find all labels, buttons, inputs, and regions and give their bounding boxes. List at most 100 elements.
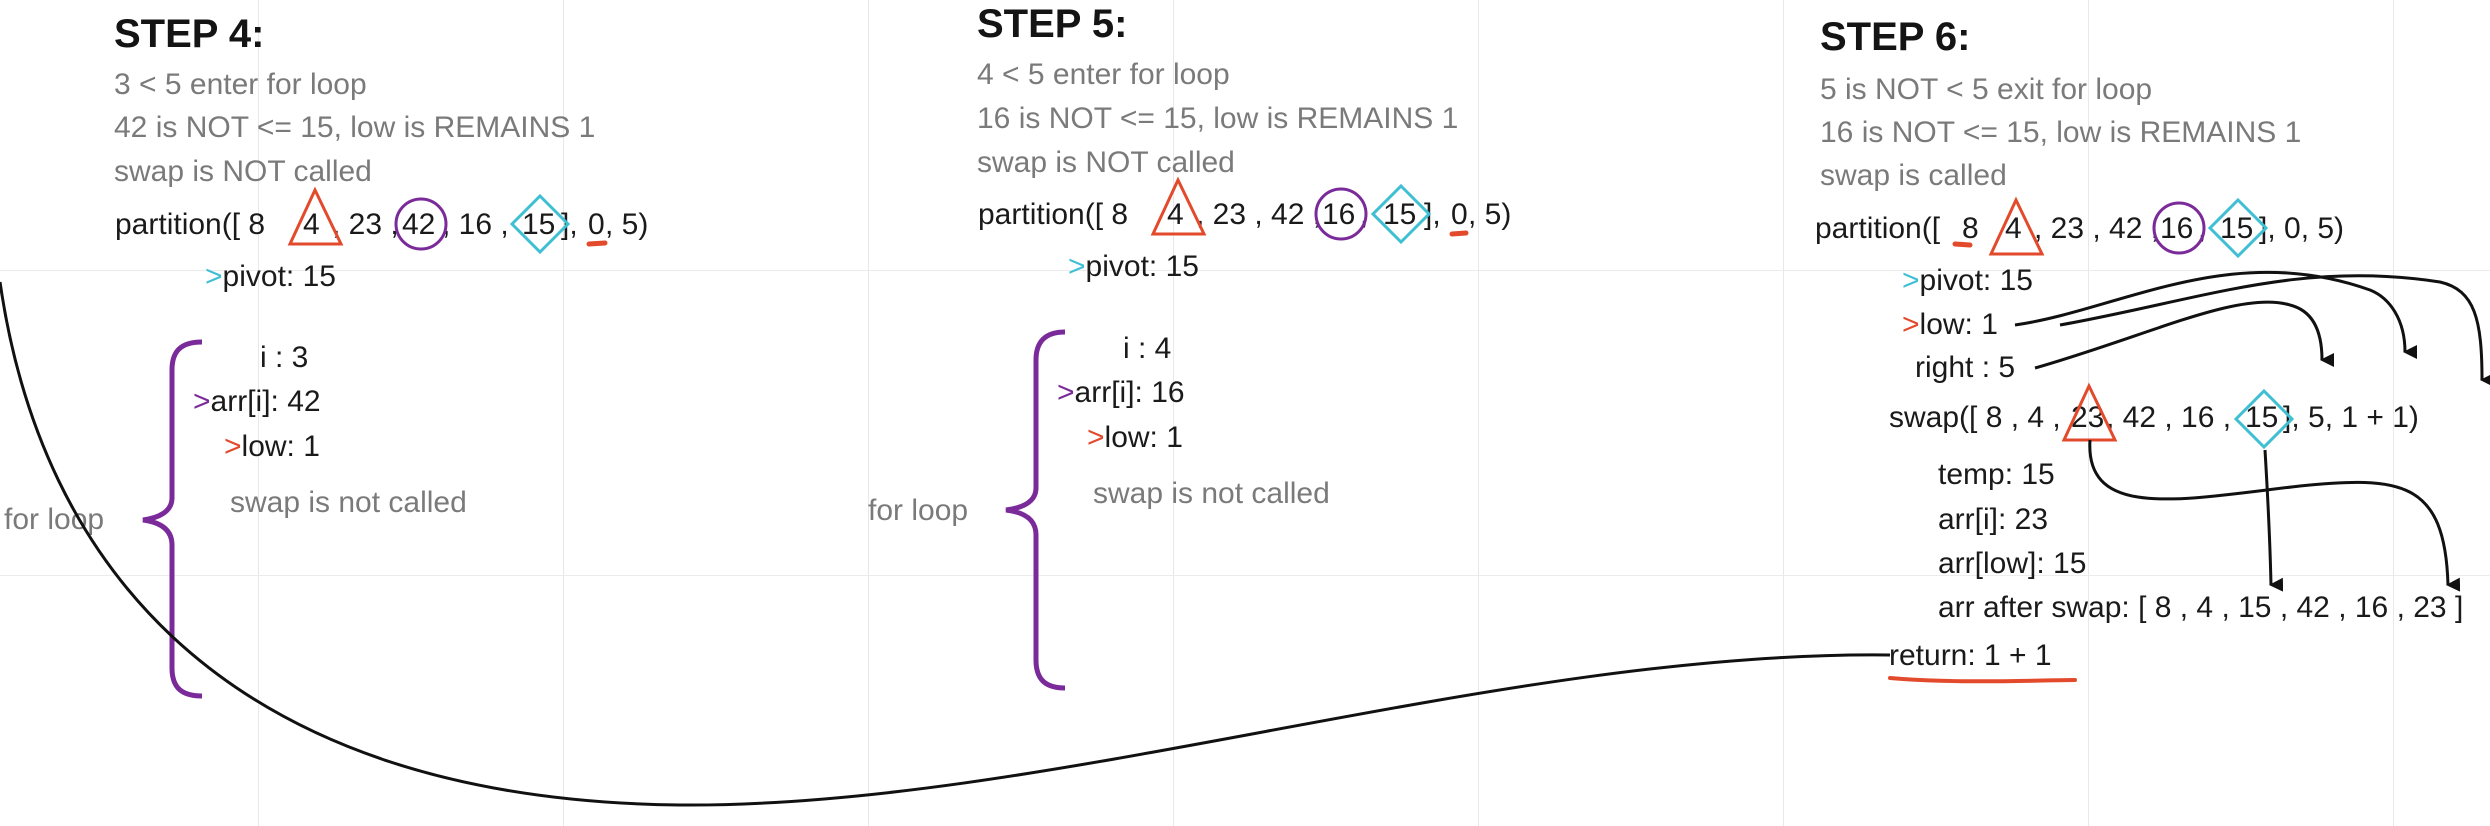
partition-low-arg: 0 [588, 208, 605, 241]
for-loop-label: for loop [868, 494, 969, 527]
low-underline [1449, 230, 1469, 237]
pivot-line: >pivot: 15 [1902, 266, 2033, 296]
grid-line [868, 0, 869, 826]
current-circle-marker [2152, 201, 2206, 255]
low-line: >low: 1 [224, 432, 320, 462]
arr-after-swap-line: arr after swap: [ 8 , 4 , 15 , 42 , 16 ,… [1938, 591, 2464, 624]
current-circle-marker [1314, 187, 1368, 241]
pivot-diamond-marker [2207, 197, 2269, 259]
arr-i-value: arr[i]: 42 [210, 385, 321, 418]
step-6-note: 5 is NOT < 5 exit for loop [1820, 73, 2153, 106]
for-loop-brace [1005, 329, 1066, 691]
pivot-diamond-marker [509, 193, 571, 255]
partition-low-arg: 0 [1451, 198, 1468, 231]
pivot-line: >pivot: 15 [205, 262, 336, 292]
pivot-line: >pivot: 15 [1068, 252, 1199, 282]
low-value: low: 1 [1104, 421, 1183, 454]
return-underline [1888, 676, 2077, 684]
grid-line [2393, 0, 2394, 826]
swap-note: swap is not called [230, 486, 467, 519]
step-6-note: swap is called [1820, 159, 2007, 192]
array-element-pivot: 15 [1383, 198, 1417, 231]
array-element-text: , 23 , 42 , [1196, 198, 1322, 231]
swap-diamond-marker [2233, 388, 2295, 450]
right-to-argument-arrow [2034, 299, 2320, 370]
step-4-title: STEP 4: [114, 12, 265, 56]
pivot-to-argument-arrow [2059, 274, 2490, 387]
partition-call-text: , 5) [605, 208, 649, 241]
array-element-swap-target: 4 [2005, 212, 2022, 245]
grid-line [2088, 0, 2089, 826]
marker-arrow: > [224, 430, 242, 463]
step-4-note: swap is NOT called [114, 155, 372, 188]
swap-call-text: swap([ 8 , 4 , [1889, 401, 2061, 434]
return-flow-curve [0, 281, 1891, 807]
swap-note: swap is not called [1093, 477, 1330, 510]
swap-triangle-marker [1988, 196, 2045, 256]
low-value: low: 1 [1919, 308, 1998, 341]
array-element-low: 4 [303, 208, 320, 241]
marker-arrow: > [193, 385, 211, 418]
array-element-low: 8 [1962, 212, 1979, 245]
partition-call-text: partition([ 8 [978, 198, 1129, 231]
grid-line [0, 575, 2490, 576]
partition-call-text: partition([ 8 [115, 208, 266, 241]
low-underline [1952, 241, 1973, 248]
step-4-note: 42 is NOT <= 15, low is REMAINS 1 [114, 111, 596, 144]
marker-arrow: > [205, 260, 223, 293]
array-element-current: 16 [2160, 212, 2194, 245]
low-to-argument-arrow [2014, 270, 2418, 359]
loop-index: i : 4 [1123, 332, 1172, 365]
marker-arrow: > [1902, 308, 1920, 341]
arr-low-line: arr[low]: 15 [1938, 547, 2087, 580]
step-5-note: swap is NOT called [977, 146, 1235, 179]
step-6-title: STEP 6: [1820, 15, 1971, 59]
grid-line [0, 270, 2490, 271]
grid-line [258, 0, 259, 826]
array-element-text: ], [1424, 198, 1441, 231]
marker-arrow: > [1068, 250, 1086, 283]
step-5-note: 16 is NOT <= 15, low is REMAINS 1 [977, 102, 1459, 135]
grid-line [1173, 0, 1174, 826]
arr-i-line: arr[i]: 23 [1938, 503, 2049, 536]
marker-arrow: > [1902, 264, 1920, 297]
pivot-diamond-marker [1370, 183, 1432, 245]
array-element-pivot: 15 [2220, 212, 2254, 245]
step-4-note: 3 < 5 enter for loop [114, 68, 367, 101]
current-circle-marker [394, 197, 448, 251]
low-line: >low: 1 [1087, 423, 1183, 453]
for-loop-label: for loop [4, 503, 105, 536]
grid-line [1783, 0, 1784, 826]
loop-index: i : 3 [260, 341, 309, 374]
step-5-title: STEP 5: [977, 2, 1128, 46]
partition-call-text: , 5) [1468, 198, 1512, 231]
pivot-value: pivot: 15 [1085, 250, 1199, 283]
partition-call-text: ], 0, 5) [2259, 212, 2345, 245]
array-element-text: , 16 , [442, 208, 509, 241]
arr-i-line: >arr[i]: 42 [193, 387, 321, 417]
swap-element-low: 15 [2245, 401, 2279, 434]
grid-line [1478, 0, 1479, 826]
array-element-current: 16 [1322, 198, 1356, 231]
swap-call-text: , 42 , 16 , [2106, 401, 2232, 434]
low-triangle-marker [287, 186, 344, 246]
marker-arrow: > [1057, 376, 1075, 409]
step-5-note: 4 < 5 enter for loop [977, 58, 1230, 91]
temp-to-result-arrow [2263, 449, 2284, 592]
low-underline [586, 240, 608, 247]
grid-line [563, 0, 564, 826]
temp-line: temp: 15 [1938, 458, 2055, 491]
array-element-text: , 23 , 42 , [2034, 212, 2160, 245]
array-element-current: 42 [402, 208, 436, 241]
marker-arrow: > [1087, 421, 1105, 454]
right-to-arg-arrow [2034, 300, 2335, 370]
array-element-text: , [1360, 198, 1369, 231]
low-value: low: 1 [241, 430, 320, 463]
swap-call-text: ], 5, 1 + 1) [2283, 401, 2419, 434]
low-triangle-marker [1150, 176, 1207, 236]
element-to-result-arrow [2088, 439, 2461, 592]
array-element-text: , [2198, 212, 2207, 245]
pivot-value: pivot: 15 [1919, 264, 2033, 297]
low-line: >low: 1 [1902, 310, 1998, 340]
right-line: right : 5 [1915, 351, 2016, 384]
